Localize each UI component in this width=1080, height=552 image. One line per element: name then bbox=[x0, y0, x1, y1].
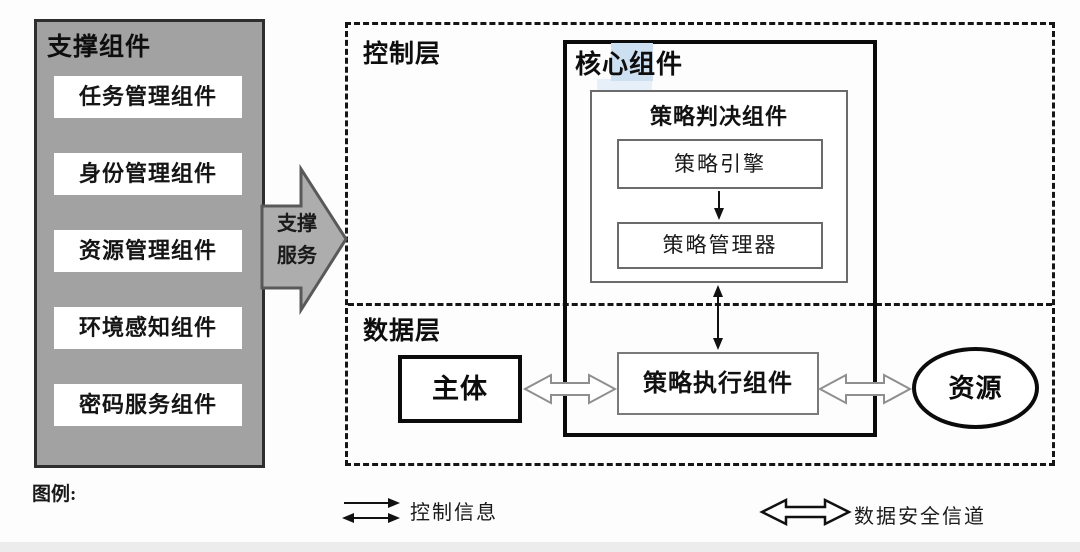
support-panel-title: 支撑组件 bbox=[47, 33, 152, 61]
support-item-task: 任务管理组件 bbox=[54, 76, 242, 118]
subject-box: 主体 bbox=[398, 355, 522, 423]
bottom-gray-band bbox=[0, 542, 1080, 552]
policy-manager-box: 策略管理器 bbox=[617, 222, 823, 269]
legend-data-channel-symbol bbox=[759, 497, 852, 527]
text-selection-highlight bbox=[611, 43, 653, 81]
legend-data-channel-label: 数据安全信道 bbox=[854, 506, 986, 528]
support-item-environment: 环境感知组件 bbox=[54, 307, 242, 349]
policy-engine-box: 策略引擎 bbox=[617, 139, 823, 189]
support-item-crypto: 密码服务组件 bbox=[54, 384, 242, 426]
support-item-resource: 资源管理组件 bbox=[54, 230, 242, 272]
legend-title: 图例: bbox=[32, 484, 77, 505]
support-arrow-line1: 支撑 bbox=[277, 213, 317, 235]
support-item-identity: 身份管理组件 bbox=[54, 153, 242, 195]
support-components-panel: 支撑组件 任务管理组件 身份管理组件 资源管理组件 环境感知组件 密码服务组件 bbox=[34, 19, 265, 468]
core-components-title: 核心组件 bbox=[575, 49, 684, 79]
legend-control-info-symbol bbox=[342, 498, 400, 523]
layer-divider-dashed-line bbox=[348, 303, 1052, 306]
policy-enforcement-box: 策略执行组件 bbox=[617, 352, 819, 415]
core-components-box bbox=[563, 40, 877, 437]
legend-control-info-label: 控制信息 bbox=[410, 502, 498, 524]
support-arrow-line2: 服务 bbox=[277, 245, 317, 267]
policy-decision-title: 策略判决组件 bbox=[649, 104, 788, 129]
control-layer-label: 控制层 bbox=[363, 40, 442, 68]
support-arrow-label: 支撑 服务 bbox=[266, 208, 328, 272]
data-layer-label: 数据层 bbox=[363, 317, 442, 345]
resource-ellipse: 资源 bbox=[912, 347, 1039, 429]
